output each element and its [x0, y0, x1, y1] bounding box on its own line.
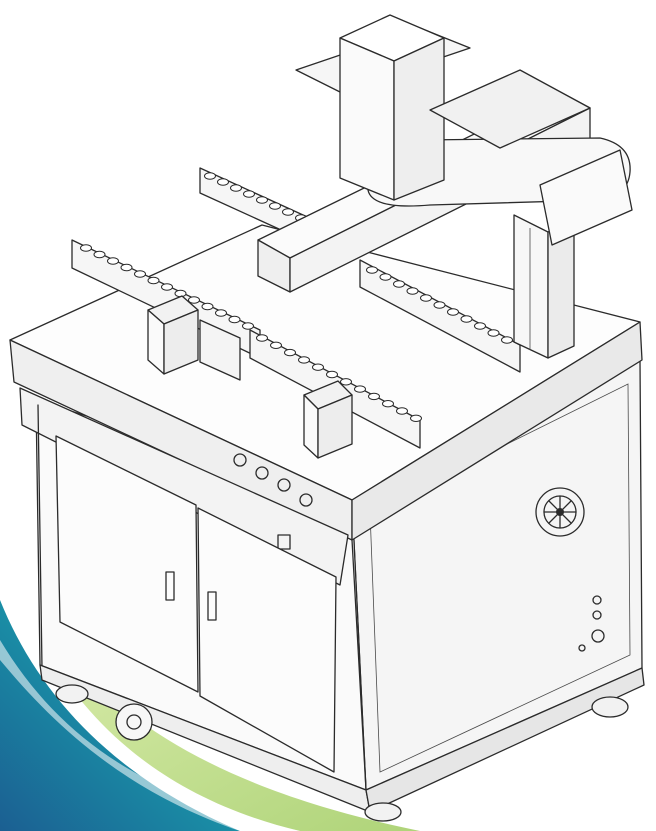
tray-pocket	[269, 202, 281, 210]
z-column-side	[393, 37, 445, 201]
x-rail	[429, 69, 591, 149]
tray-pocket	[382, 400, 394, 408]
tray-pocket	[93, 250, 106, 259]
leveling-foot	[591, 696, 629, 718]
tray-pocket	[243, 190, 255, 198]
door-handle-left	[165, 571, 175, 601]
stepper-motor-right-face	[317, 394, 353, 459]
control-switch-icon	[277, 534, 291, 550]
tray-pocket	[406, 287, 419, 295]
port-icon	[578, 644, 586, 652]
tray-pocket	[147, 276, 160, 285]
tray-pocket	[217, 178, 229, 186]
worktop-right-edge	[351, 321, 643, 541]
door-handle-right	[207, 591, 217, 621]
tray-pocket	[354, 385, 366, 393]
control-button-icon	[299, 493, 313, 507]
tray-pocket	[284, 348, 296, 357]
tray-pocket	[230, 184, 242, 192]
port-icon	[592, 595, 602, 605]
fan-icon	[535, 487, 585, 537]
cabinet-right-inset	[369, 383, 631, 773]
tray-pocket	[410, 414, 422, 422]
base-cabinet	[9, 224, 645, 822]
caster-wheel-icon	[115, 703, 153, 741]
y-carriage	[539, 149, 633, 246]
tray-pocket	[487, 329, 500, 337]
tray-pocket	[433, 301, 446, 309]
tray-pocket	[228, 315, 241, 324]
cabinet-door-right	[197, 507, 337, 773]
cabinet-door-left	[55, 435, 199, 693]
tray-pocket	[270, 341, 282, 349]
tray-pocket	[447, 308, 459, 316]
tray-pocket	[161, 283, 173, 291]
tray-pocket	[420, 294, 432, 302]
tray-pocket	[242, 322, 254, 330]
vertical-module-front	[513, 214, 549, 359]
control-button-icon	[255, 466, 269, 480]
caster-hub	[126, 714, 142, 730]
tray-pocket	[379, 273, 392, 281]
fan-grill	[543, 495, 577, 529]
front-corner-post	[351, 539, 367, 791]
pocket-row	[80, 172, 513, 422]
tray-pocket	[312, 363, 324, 371]
tray-pocket	[366, 266, 378, 274]
tray-pocket	[134, 270, 146, 278]
tray-pocket	[201, 302, 214, 311]
tray-pocket	[368, 392, 380, 401]
tray-pocket	[80, 244, 92, 252]
tray-pocket	[188, 296, 200, 304]
z-column-front	[339, 37, 395, 201]
swoosh-teal	[0, 600, 240, 831]
port-icon	[591, 629, 605, 643]
tray-pocket	[298, 356, 310, 364]
tray-pocket	[393, 280, 405, 288]
tray-pocket	[326, 370, 338, 379]
tray-pocket	[460, 315, 473, 323]
tray-pocket	[215, 309, 227, 317]
tray-pocket	[501, 336, 513, 344]
tray-pocket	[120, 263, 133, 272]
left-corner-post	[37, 404, 43, 669]
tray-pocket	[282, 208, 294, 216]
tray-pocket	[256, 334, 268, 342]
control-button-icon	[277, 478, 291, 492]
tray-pocket	[204, 172, 216, 180]
control-button-icon	[233, 453, 247, 467]
leveling-foot	[55, 684, 89, 704]
tray-pocket	[340, 378, 352, 386]
tray-pocket	[107, 257, 119, 265]
bottom-rail-side	[365, 667, 645, 813]
tray-pocket	[474, 322, 486, 330]
control-strip	[19, 387, 349, 586]
stepper-motor-left-face	[163, 309, 199, 375]
gantry	[257, 14, 633, 359]
stepper-motors	[147, 295, 353, 459]
tray-pocket	[174, 289, 187, 298]
pneumatic-block	[199, 319, 241, 381]
tray-pocket	[396, 407, 408, 415]
tray-pocket	[256, 196, 268, 204]
port-icon	[592, 610, 602, 620]
leveling-foot	[364, 802, 402, 822]
